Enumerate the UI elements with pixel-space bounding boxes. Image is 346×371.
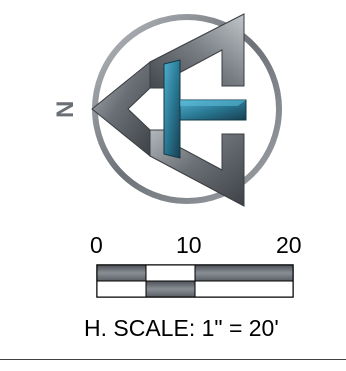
teal-bar-highlight: [180, 100, 246, 106]
scale-caption: H. SCALE: 1" = 20': [84, 315, 279, 341]
scale-segment-top-1: [96, 264, 147, 282]
scale-segment-top-2: [145, 264, 196, 282]
scale-segment-top-3: [194, 264, 294, 282]
scale-tick-10: 10: [176, 232, 202, 258]
north-letter: N: [52, 101, 79, 118]
north-arrow: N: [52, 13, 282, 207]
scale-segment-bottom-3: [194, 280, 294, 298]
scale-segment-bottom-1: [96, 280, 147, 298]
scale-bar: [96, 264, 294, 298]
teal-vertical-bar: [163, 59, 181, 159]
divider-line: [0, 359, 346, 360]
scale-tick-0: 0: [90, 232, 103, 258]
scale-segment-bottom-2: [145, 280, 196, 298]
scale-tick-20: 20: [276, 232, 302, 258]
